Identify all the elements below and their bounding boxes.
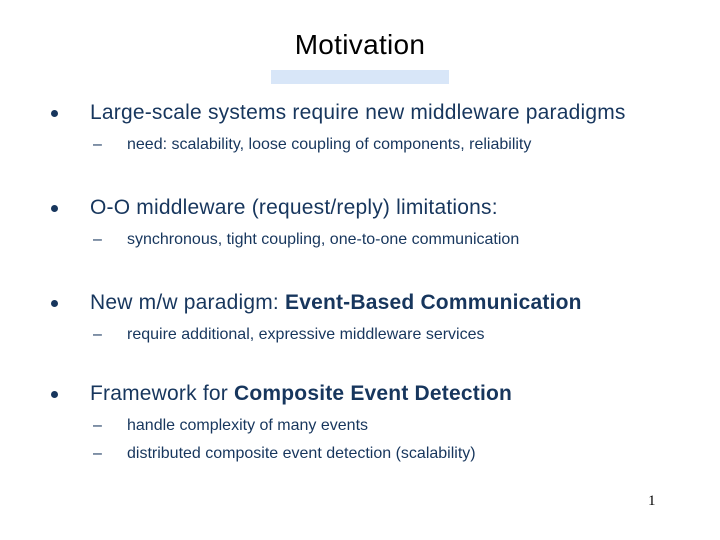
sub-bullet-text: distributed composite event detection (s… (127, 445, 476, 462)
bullet-group: Large-scale systems require new middlewa… (0, 100, 720, 159)
bullet-group: O-O middleware (request/reply) limitatio… (0, 195, 720, 254)
sub-bullet-text: handle complexity of many events (127, 417, 369, 434)
bullet-group: Framework for Composite Event Detection … (0, 381, 720, 468)
slide-title: Motivation (294, 29, 426, 60)
sub-bullet-item: – handle complexity of many events (0, 412, 720, 440)
sub-bullet-item: – need: scalability, loose coupling of c… (0, 131, 720, 159)
page-number: 1 (648, 493, 656, 509)
bullet-text: Framework for (90, 382, 234, 405)
dash-bullet-icon: – (93, 231, 102, 248)
bullet-text: New m/w paradigm: (90, 291, 285, 314)
bullet-text-bold: Event-Based Communication (285, 291, 582, 314)
bullet-item: New m/w paradigm: Event-Based Communicat… (0, 290, 720, 316)
bullet-text: O-O middleware (request/reply) limitatio… (90, 196, 498, 219)
bullet-item: O-O middleware (request/reply) limitatio… (0, 195, 720, 221)
sub-bullet-text: synchronous, tight coupling, one-to-one … (127, 231, 520, 248)
bullet-icon (51, 205, 58, 212)
bullet-icon (51, 300, 58, 307)
dash-bullet-icon: – (93, 326, 102, 343)
bullet-text: Large-scale systems require new middlewa… (90, 101, 626, 124)
sub-bullet-item: – synchronous, tight coupling, one-to-on… (0, 226, 720, 254)
bullet-item: Large-scale systems require new middlewa… (0, 100, 720, 126)
dash-bullet-icon: – (93, 136, 102, 153)
sub-bullet-item: – require additional, expressive middlew… (0, 321, 720, 349)
sub-bullet-text: require additional, expressive middlewar… (127, 326, 485, 343)
bullet-icon (51, 110, 58, 117)
bullet-group: New m/w paradigm: Event-Based Communicat… (0, 290, 720, 349)
dash-bullet-icon: – (93, 417, 102, 434)
sub-bullet-text: need: scalability, loose coupling of com… (127, 136, 532, 153)
title-accent-bar (271, 70, 449, 84)
bullet-item: Framework for Composite Event Detection (0, 381, 720, 407)
bullet-text-bold: Composite Event Detection (234, 382, 513, 405)
sub-bullet-item: – distributed composite event detection … (0, 440, 720, 468)
bullet-icon (51, 391, 58, 398)
dash-bullet-icon: – (93, 445, 102, 462)
